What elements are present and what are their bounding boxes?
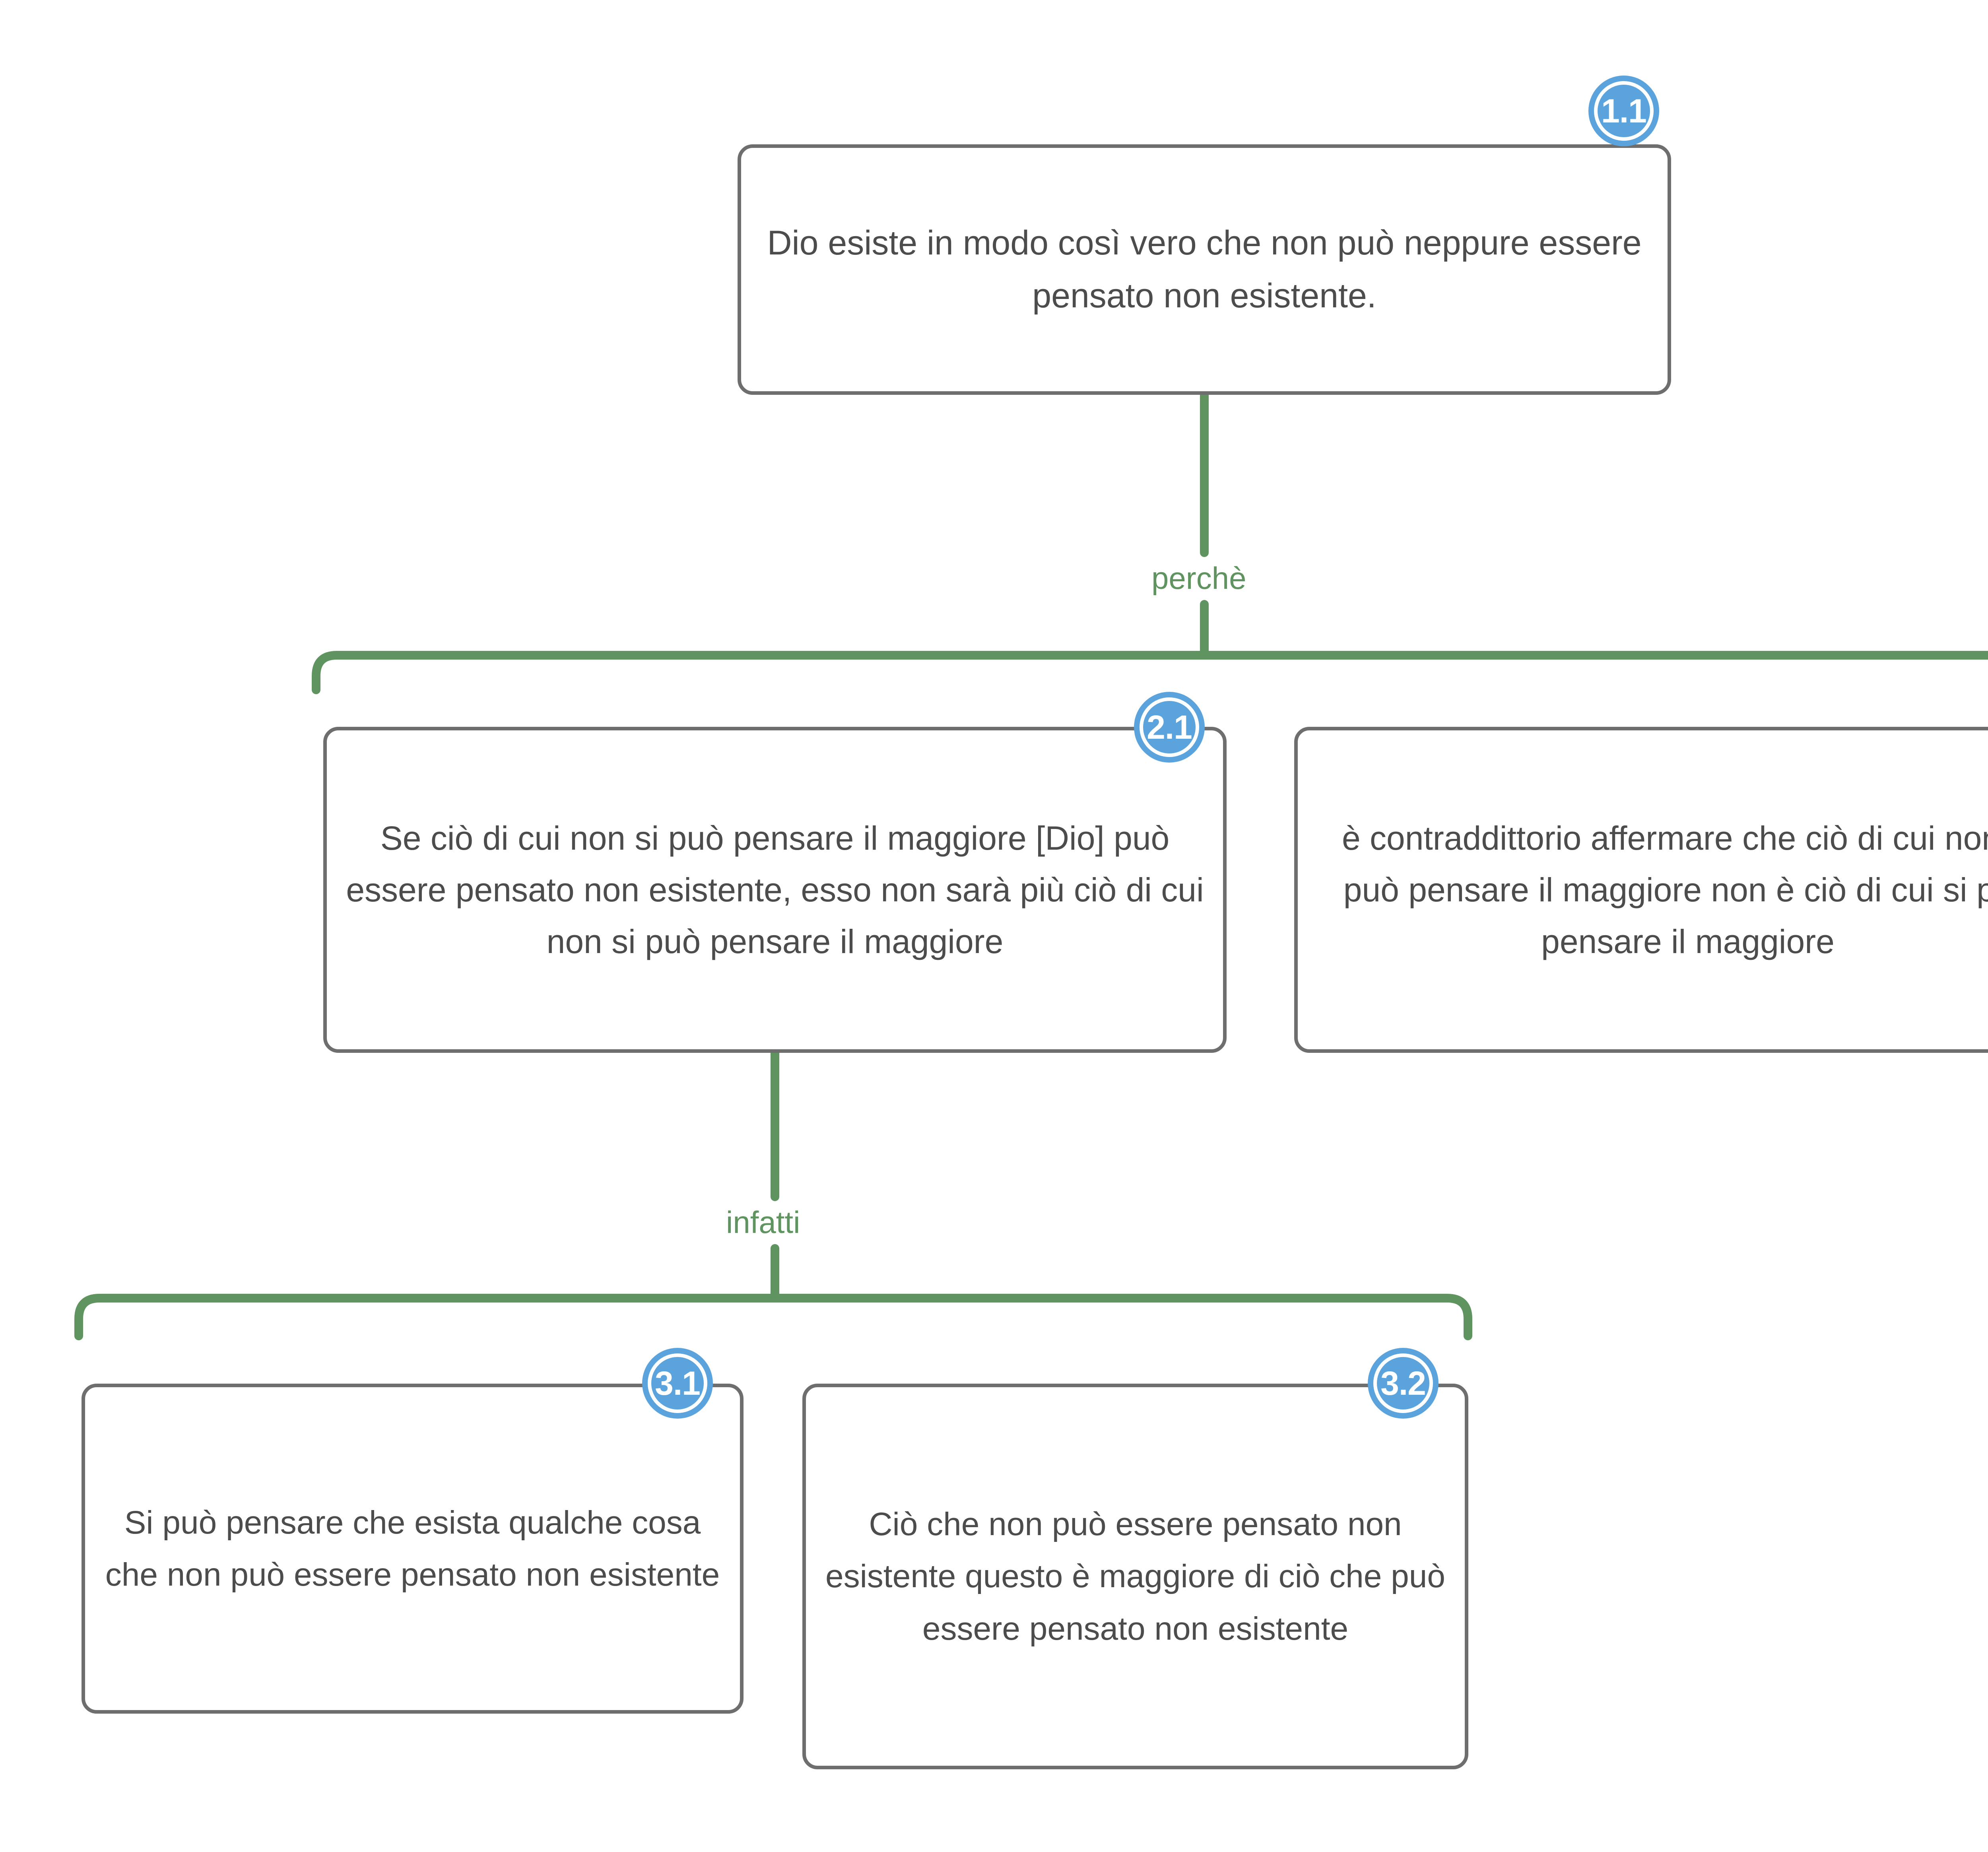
claim-box-2-2[interactable]: è contraddittorio affermare che ciò di c…	[1294, 727, 1988, 1053]
badge-label-2-1: 2.1	[1147, 709, 1192, 746]
connector-label-infatti: infatti	[716, 1207, 811, 1238]
badge-1-1[interactable]: 1.1	[1588, 76, 1659, 146]
badge-3-1[interactable]: 3.1	[642, 1348, 713, 1419]
claim-text-2-1: Se ciò di cui non si può pensare il magg…	[346, 819, 1204, 961]
claim-box-3-2[interactable]: Ciò che non può essere pensato non esist…	[802, 1384, 1468, 1769]
badge-2-1[interactable]: 2.1	[1134, 692, 1205, 763]
connector-bus-level2	[312, 651, 1988, 694]
claim-box-2-1[interactable]: Se ciò di cui non si può pensare il magg…	[323, 727, 1227, 1053]
claim-text-3-1: Si può pensare che esista qualche cosa c…	[105, 1504, 720, 1593]
connector-bus-level3	[74, 1294, 1472, 1340]
badge-3-2[interactable]: 3.2	[1368, 1348, 1439, 1419]
claim-box-3-1[interactable]: Si può pensare che esista qualche cosa c…	[82, 1384, 744, 1714]
claim-text-1-1: Dio esiste in modo così vero che non può…	[767, 223, 1642, 315]
badge-label-1-1: 1.1	[1601, 92, 1647, 130]
claim-text-2-2: è contraddittorio affermare che ciò di c…	[1342, 819, 1988, 961]
claim-text-3-2: Ciò che non può essere pensato non esist…	[825, 1506, 1445, 1647]
badge-label-3-1: 3.1	[655, 1365, 701, 1402]
connector-label-perche: perchè	[1141, 563, 1257, 594]
badge-label-3-2: 3.2	[1380, 1365, 1426, 1402]
claim-box-1-1[interactable]: Dio esiste in modo così vero che non può…	[738, 144, 1671, 395]
